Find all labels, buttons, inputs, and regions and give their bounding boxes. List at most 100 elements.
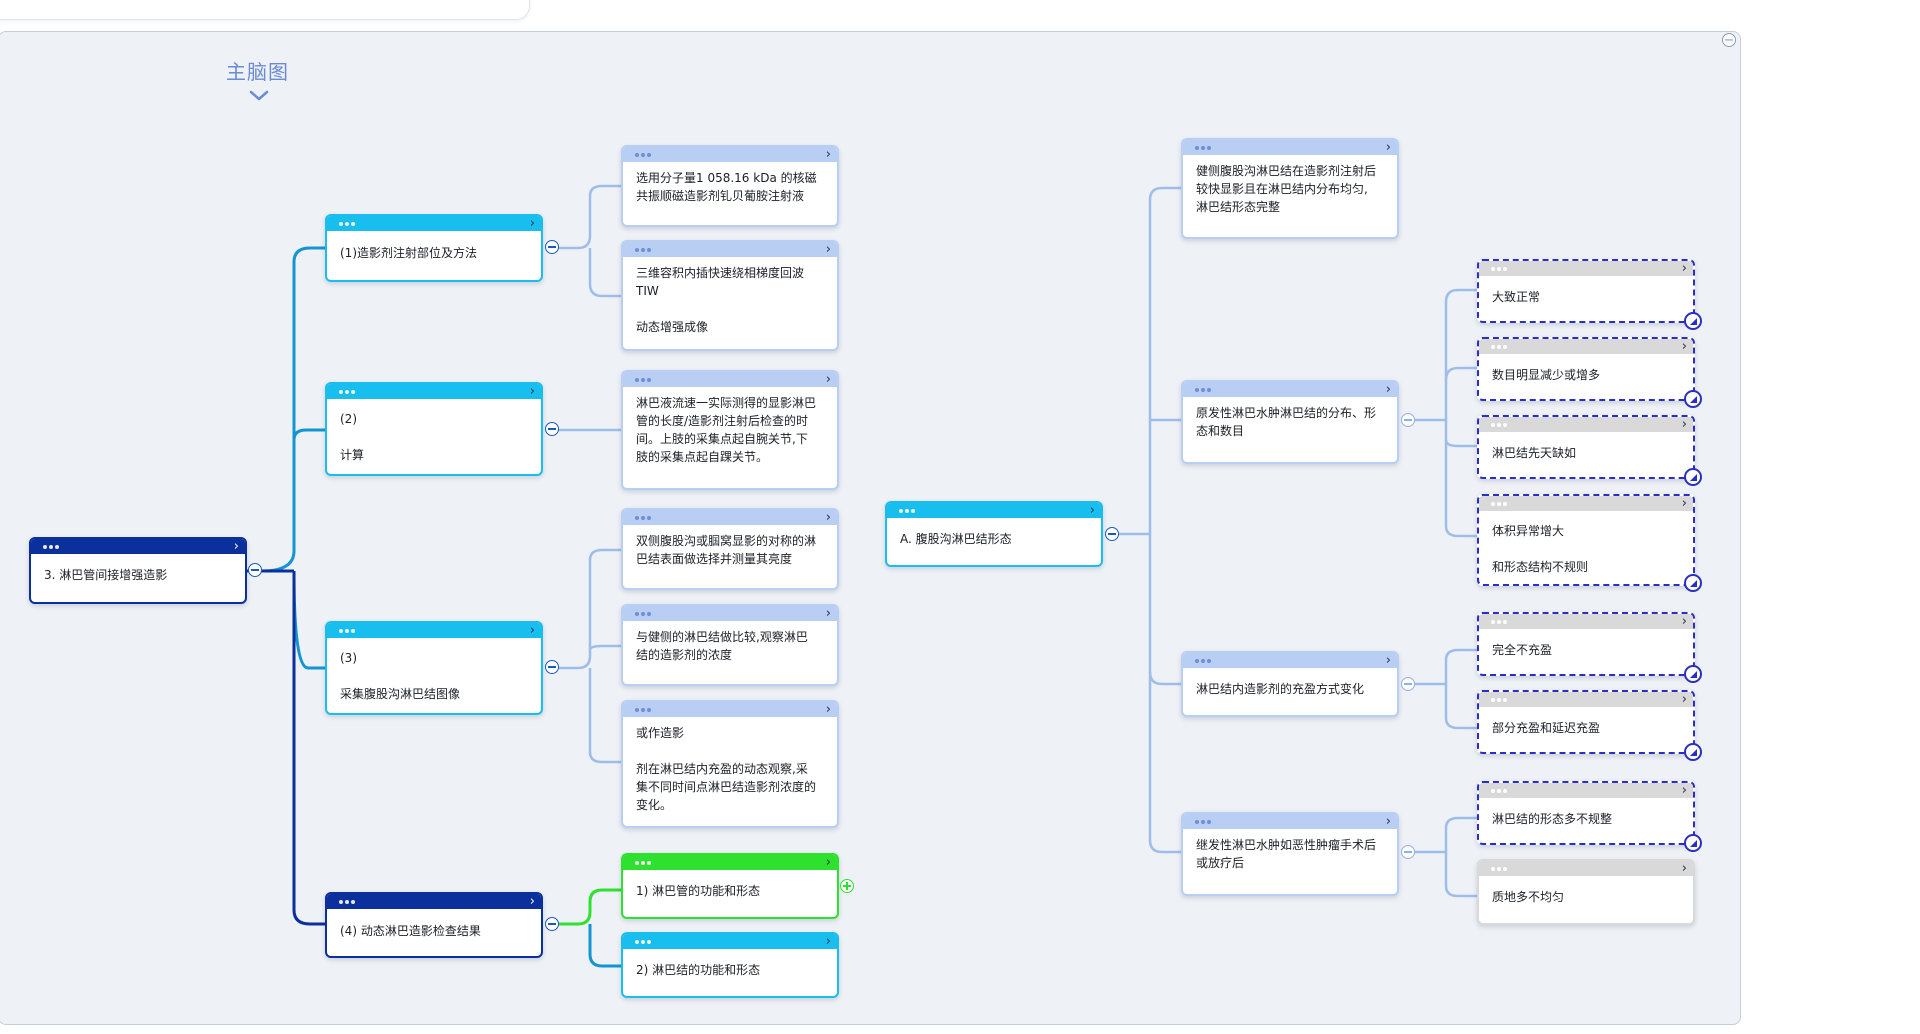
node-irregular-shape[interactable]: › 淋巴结的形态多不规整: [1477, 781, 1695, 845]
node-flow-speed[interactable]: › 淋巴液流速一实际测得的显影淋巴 管的长度/造影剂注射后检查的时 间。上肢的采…: [621, 370, 839, 490]
collapse-root-icon[interactable]: [248, 563, 262, 577]
three-dots-icon[interactable]: [43, 544, 59, 549]
chevron-right-icon[interactable]: ›: [1681, 614, 1687, 629]
triangle-badge-icon[interactable]: [1684, 468, 1702, 486]
three-dots-icon[interactable]: [635, 377, 651, 382]
collapse-node-icon[interactable]: [545, 917, 559, 931]
chevron-down-icon[interactable]: [249, 90, 269, 102]
node-partial-filling[interactable]: › 部分充盈和延迟充盈: [1477, 690, 1695, 754]
chevron-right-icon[interactable]: ›: [529, 216, 535, 231]
chevron-right-icon[interactable]: ›: [529, 894, 535, 909]
three-dots-icon[interactable]: [1491, 422, 1507, 427]
node-secondary-lymphedema[interactable]: › 继发性淋巴水肿如恶性肿瘤手术后 或放疗后: [1181, 812, 1399, 896]
node-healthy-side[interactable]: › 健侧腹股沟淋巴结在造影剂注射后 较快显影且在淋巴结内分布均匀, 淋巴结形态完…: [1181, 138, 1399, 239]
chevron-right-icon[interactable]: ›: [1681, 417, 1687, 432]
chevron-right-icon[interactable]: ›: [529, 623, 535, 638]
three-dots-icon[interactable]: [339, 899, 355, 904]
node-no-filling[interactable]: › 完全不充盈: [1477, 612, 1695, 676]
three-dots-icon[interactable]: [635, 515, 651, 520]
node-abnormal-size[interactable]: › 体积异常增大 和形态结构不规则: [1477, 494, 1695, 586]
triangle-badge-icon[interactable]: [1684, 743, 1702, 761]
triangle-badge-icon[interactable]: [1684, 574, 1702, 592]
chevron-right-icon[interactable]: ›: [825, 606, 831, 621]
chevron-right-icon[interactable]: ›: [1681, 783, 1687, 798]
three-dots-icon[interactable]: [1491, 501, 1507, 506]
collapse-node-icon[interactable]: [1401, 413, 1415, 427]
collapse-node-icon[interactable]: [1401, 845, 1415, 859]
expand-node-icon[interactable]: [840, 879, 854, 893]
chevron-right-icon[interactable]: ›: [1681, 339, 1687, 354]
three-dots-icon[interactable]: [635, 152, 651, 157]
chevron-right-icon[interactable]: ›: [825, 372, 831, 387]
three-dots-icon[interactable]: [1491, 866, 1507, 871]
three-dots-icon[interactable]: [1491, 619, 1507, 624]
root-node[interactable]: › 3. 淋巴管间接增强造影: [29, 537, 247, 604]
collapse-node-icon[interactable]: [545, 422, 559, 436]
node-symmetric-nodes[interactable]: › 双侧腹股沟或腘窝显影的对称的淋 巴结表面做选择并测量其亮度: [621, 508, 839, 590]
three-dots-icon[interactable]: [1195, 145, 1211, 150]
node-3d-imaging[interactable]: › 三维容积内插快速绕相梯度回波 TIW 动态增强成像: [621, 240, 839, 351]
three-dots-icon[interactable]: [635, 707, 651, 712]
chevron-right-icon[interactable]: ›: [825, 242, 831, 257]
node-dynamic-results[interactable]: › (4) 动态淋巴造影检查结果: [325, 892, 543, 958]
node-dynamic-observation[interactable]: › 或作造影 剂在淋巴结内充盈的动态观察,采 集不同时间点淋巴结造影剂浓度的 变…: [621, 700, 839, 828]
three-dots-icon[interactable]: [1491, 266, 1507, 271]
node-count-change[interactable]: › 数目明显减少或增多: [1477, 337, 1695, 401]
node-roughly-normal[interactable]: › 大致正常: [1477, 259, 1695, 323]
chevron-right-icon[interactable]: ›: [1681, 692, 1687, 707]
three-dots-icon[interactable]: [339, 628, 355, 633]
triangle-badge-icon[interactable]: [1684, 665, 1702, 683]
node-inguinal-morphology[interactable]: › A. 腹股沟淋巴结形态: [885, 501, 1103, 567]
chevron-right-icon[interactable]: ›: [529, 384, 535, 399]
chevron-right-icon[interactable]: ›: [1681, 861, 1687, 876]
three-dots-icon[interactable]: [1491, 344, 1507, 349]
node-lymph-node-function[interactable]: › 2) 淋巴结的功能和形态: [621, 932, 839, 998]
three-dots-icon[interactable]: [1195, 387, 1211, 392]
three-dots-icon[interactable]: [635, 939, 651, 944]
chevron-right-icon[interactable]: ›: [825, 702, 831, 717]
collapse-node-icon[interactable]: [1401, 677, 1415, 691]
chevron-right-icon[interactable]: ›: [1385, 382, 1391, 397]
triangle-badge-icon[interactable]: [1684, 834, 1702, 852]
chevron-right-icon[interactable]: ›: [825, 147, 831, 162]
chevron-right-icon[interactable]: ›: [1681, 496, 1687, 511]
three-dots-icon[interactable]: [339, 221, 355, 226]
triangle-badge-icon[interactable]: [1684, 390, 1702, 408]
three-dots-icon[interactable]: [635, 247, 651, 252]
collapse-node-icon[interactable]: [1105, 527, 1119, 541]
collapse-node-icon[interactable]: [545, 660, 559, 674]
node-filling-pattern[interactable]: › 淋巴结内造影剂的充盈方式变化: [1181, 651, 1399, 717]
triangle-badge-icon[interactable]: [1684, 312, 1702, 330]
collapse-node-icon[interactable]: [545, 240, 559, 254]
node-compare-healthy[interactable]: › 与健侧的淋巴结做比较,观察淋巴 结的造影剂的浓度: [621, 604, 839, 686]
chevron-right-icon[interactable]: ›: [825, 510, 831, 525]
chevron-right-icon[interactable]: ›: [825, 855, 831, 870]
three-dots-icon[interactable]: [1195, 658, 1211, 663]
node-lymph-vessel-function[interactable]: › 1) 淋巴管的功能和形态: [621, 853, 839, 919]
node-contrast-agent[interactable]: › 选用分子量1 058.16 kDa 的核磁 共振顺磁造影剂钆贝葡胺注射液: [621, 145, 839, 227]
node-congenital-absence[interactable]: › 淋巴结先天缺如: [1477, 415, 1695, 479]
three-dots-icon[interactable]: [1195, 819, 1211, 824]
chevron-right-icon[interactable]: ›: [233, 539, 239, 554]
chevron-right-icon[interactable]: ›: [1089, 503, 1095, 518]
collapse-canvas-icon[interactable]: −: [1722, 32, 1736, 48]
chevron-right-icon[interactable]: ›: [1681, 261, 1687, 276]
chevron-right-icon[interactable]: ›: [825, 934, 831, 949]
three-dots-icon[interactable]: [1491, 697, 1507, 702]
chevron-right-icon[interactable]: ›: [1385, 653, 1391, 668]
chevron-right-icon[interactable]: ›: [1385, 140, 1391, 155]
chevron-right-icon[interactable]: ›: [1385, 814, 1391, 829]
node-injection-method[interactable]: › (1)造影剂注射部位及方法: [325, 214, 543, 282]
node-calculation[interactable]: › (2) 计算: [325, 382, 543, 476]
node-primary-distribution[interactable]: › 原发性淋巴水肿淋巴结的分布、形 态和数目: [1181, 380, 1399, 464]
node-uneven-texture[interactable]: › 质地多不均匀: [1477, 859, 1695, 925]
node-collect-images[interactable]: › (3) 采集腹股沟淋巴结图像: [325, 621, 543, 715]
node-text: 淋巴结的形态多不规整: [1492, 812, 1613, 826]
node-text: 双侧腹股沟或腘窝显影的对称的淋 巴结表面做选择并测量其亮度: [636, 534, 817, 566]
three-dots-icon[interactable]: [899, 508, 915, 513]
three-dots-icon[interactable]: [635, 611, 651, 616]
three-dots-icon[interactable]: [339, 389, 355, 394]
three-dots-icon[interactable]: [635, 860, 651, 865]
three-dots-icon[interactable]: [1491, 788, 1507, 793]
mindmap-canvas[interactable]: [0, 31, 1741, 1025]
